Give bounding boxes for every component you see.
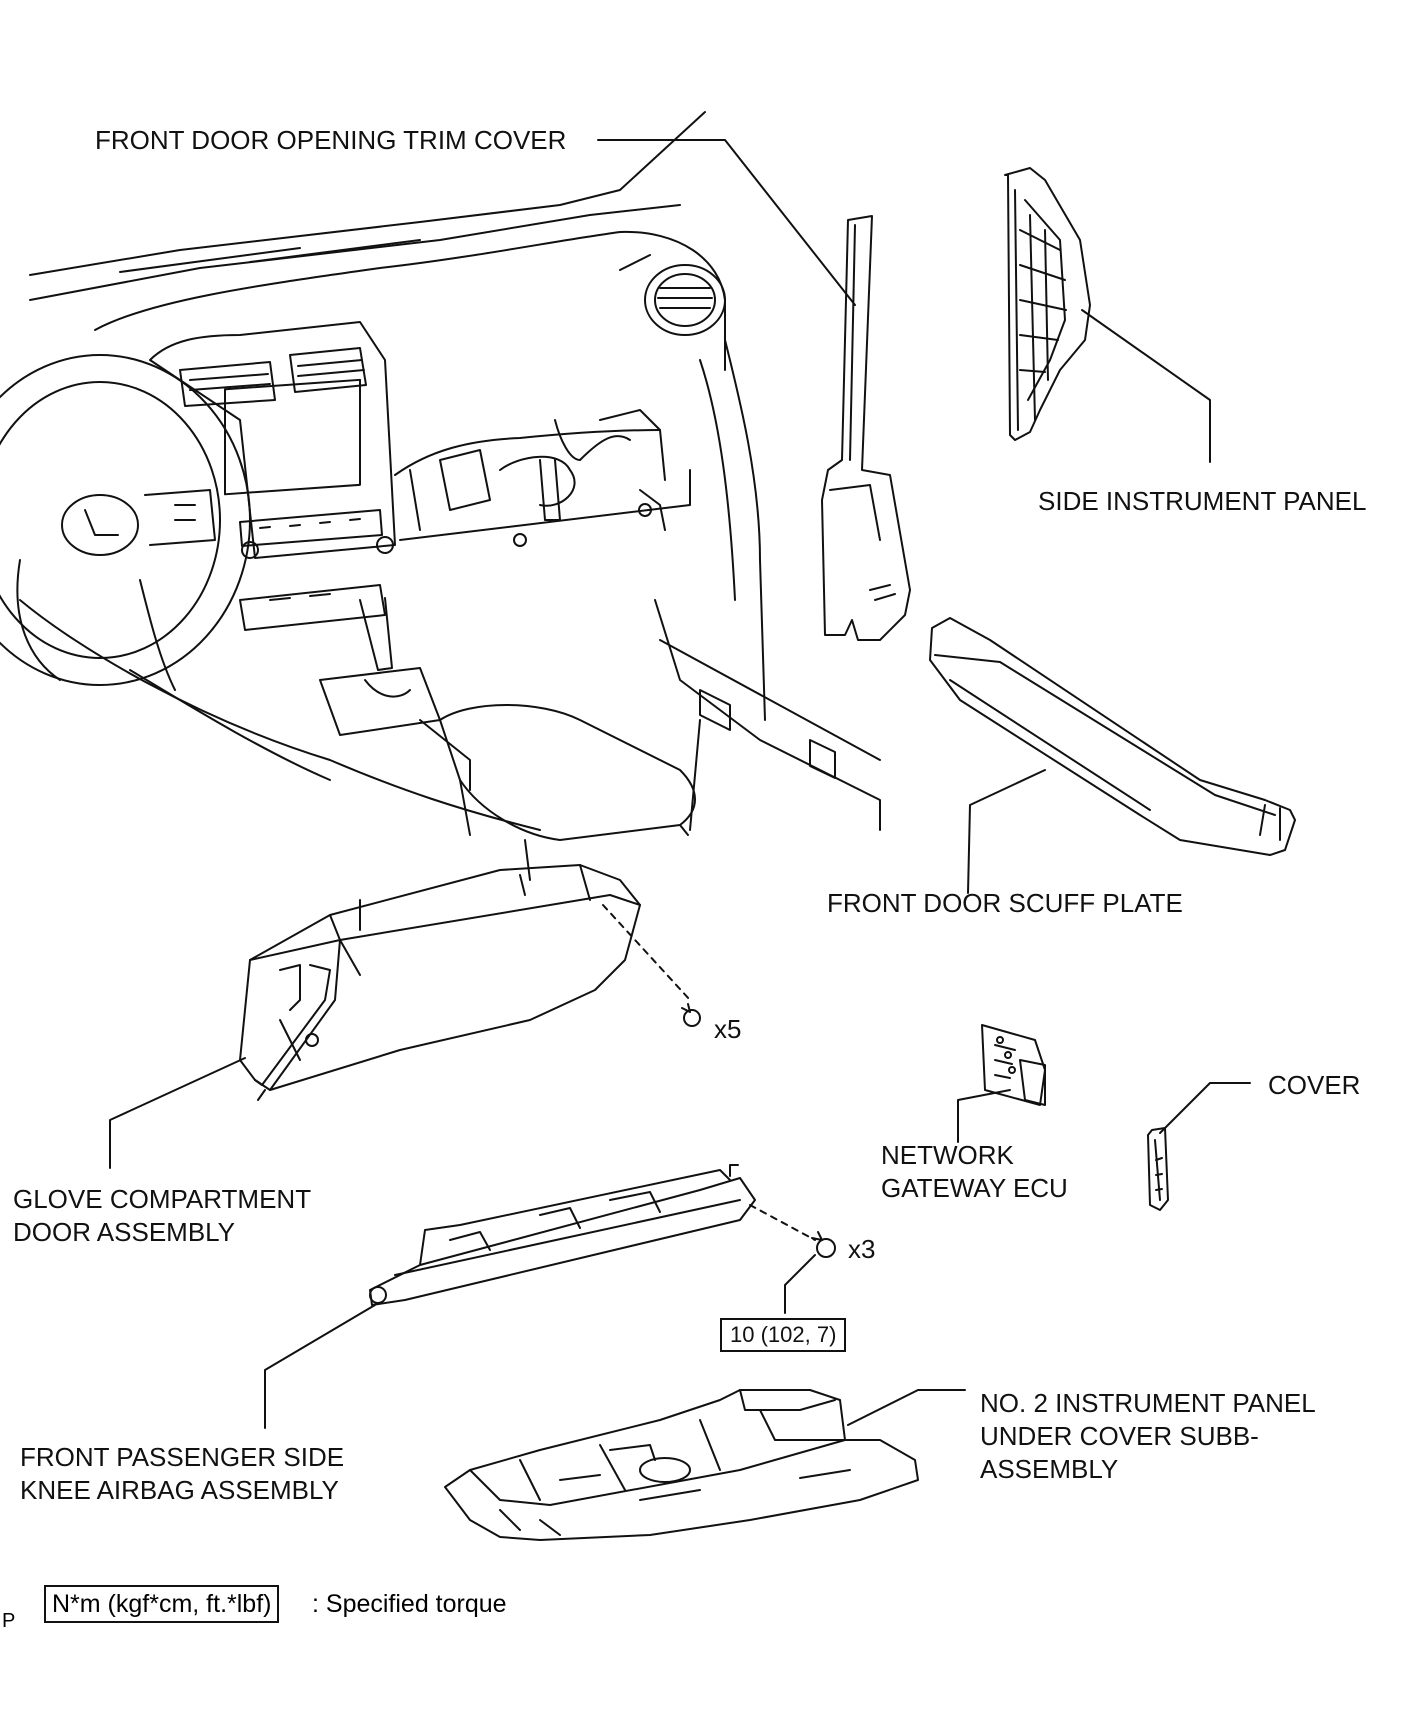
label-front-door-opening-trim-cover: FRONT DOOR OPENING TRIM COVER	[95, 125, 567, 155]
label-side-instrument-panel: SIDE INSTRUMENT PANEL	[1038, 486, 1367, 516]
armrest-drawing	[439, 704, 696, 841]
front-door-opening-trim-cover-part	[821, 215, 911, 641]
floor-sill-drawing	[19, 599, 881, 881]
label-glove-compartment-line1: GLOVE COMPARTMENT	[13, 1184, 312, 1214]
label-network-gateway-ecu-line2: GATEWAY ECU	[881, 1173, 1068, 1203]
glove-compartment-leader	[109, 1057, 246, 1169]
scuff-plate-leader	[967, 769, 1046, 894]
airbag-bolt-dashed-line	[749, 1204, 816, 1241]
front-door-scuff-plate-part	[929, 617, 1296, 856]
under-cover-part	[444, 1389, 919, 1541]
legend-torque-unit-box: N*m (kgf*cm, ft.*lbf)	[44, 1585, 280, 1623]
dash-cavity-drawing	[394, 409, 691, 547]
label-airbag-bolt-count: x3	[848, 1234, 876, 1264]
network-gateway-ecu-leader	[957, 1089, 1011, 1143]
label-knee-airbag-line2: KNEE AIRBAG ASSEMBLY	[20, 1475, 339, 1505]
label-under-cover-line1: NO. 2 INSTRUMENT PANEL	[980, 1388, 1316, 1418]
glove-screw-icon	[681, 1003, 701, 1027]
label-glove-compartment-line2: DOOR ASSEMBLY	[13, 1217, 236, 1247]
corner-mark: P	[2, 1610, 16, 1632]
airbag-bolt-icon	[811, 1231, 836, 1258]
legend-description: : Specified torque	[312, 1590, 507, 1618]
knee-airbag-leader	[264, 1304, 376, 1429]
label-knee-airbag-line1: FRONT PASSENGER SIDE	[20, 1442, 345, 1472]
label-cover: COVER	[1268, 1070, 1361, 1100]
label-network-gateway-ecu-line1: NETWORK	[881, 1140, 1014, 1170]
airbag-bolt-torque-leader	[784, 1254, 816, 1314]
dashboard-illustration	[0, 111, 881, 881]
label-under-cover-line3: ASSEMBLY	[980, 1454, 1119, 1484]
label-under-cover-line2: UNDER COVER SUBB-	[980, 1421, 1259, 1451]
trim-cover-leader	[597, 139, 856, 306]
label-glove-screw-count: x5	[714, 1014, 742, 1044]
glove-compartment-part	[239, 864, 641, 1101]
side-instrument-panel-leader	[1081, 309, 1211, 463]
torque-spec-box: 10 (102, 7)	[720, 1318, 847, 1352]
gear-shift-drawing	[319, 597, 471, 791]
side-instrument-panel-part	[1004, 167, 1091, 441]
steering-wheel-drawing	[0, 354, 251, 691]
glove-screw-dashed-line	[602, 904, 691, 1001]
side-vent-drawing	[619, 254, 766, 721]
network-gateway-ecu-part	[981, 1024, 1046, 1106]
label-front-door-scuff-plate: FRONT DOOR SCUFF PLATE	[827, 888, 1183, 918]
under-cover-leader	[847, 1389, 966, 1426]
center-console-drawing	[149, 321, 396, 631]
cover-leader	[1159, 1082, 1251, 1134]
knee-airbag-part	[369, 1164, 756, 1306]
cover-part	[1147, 1127, 1169, 1211]
